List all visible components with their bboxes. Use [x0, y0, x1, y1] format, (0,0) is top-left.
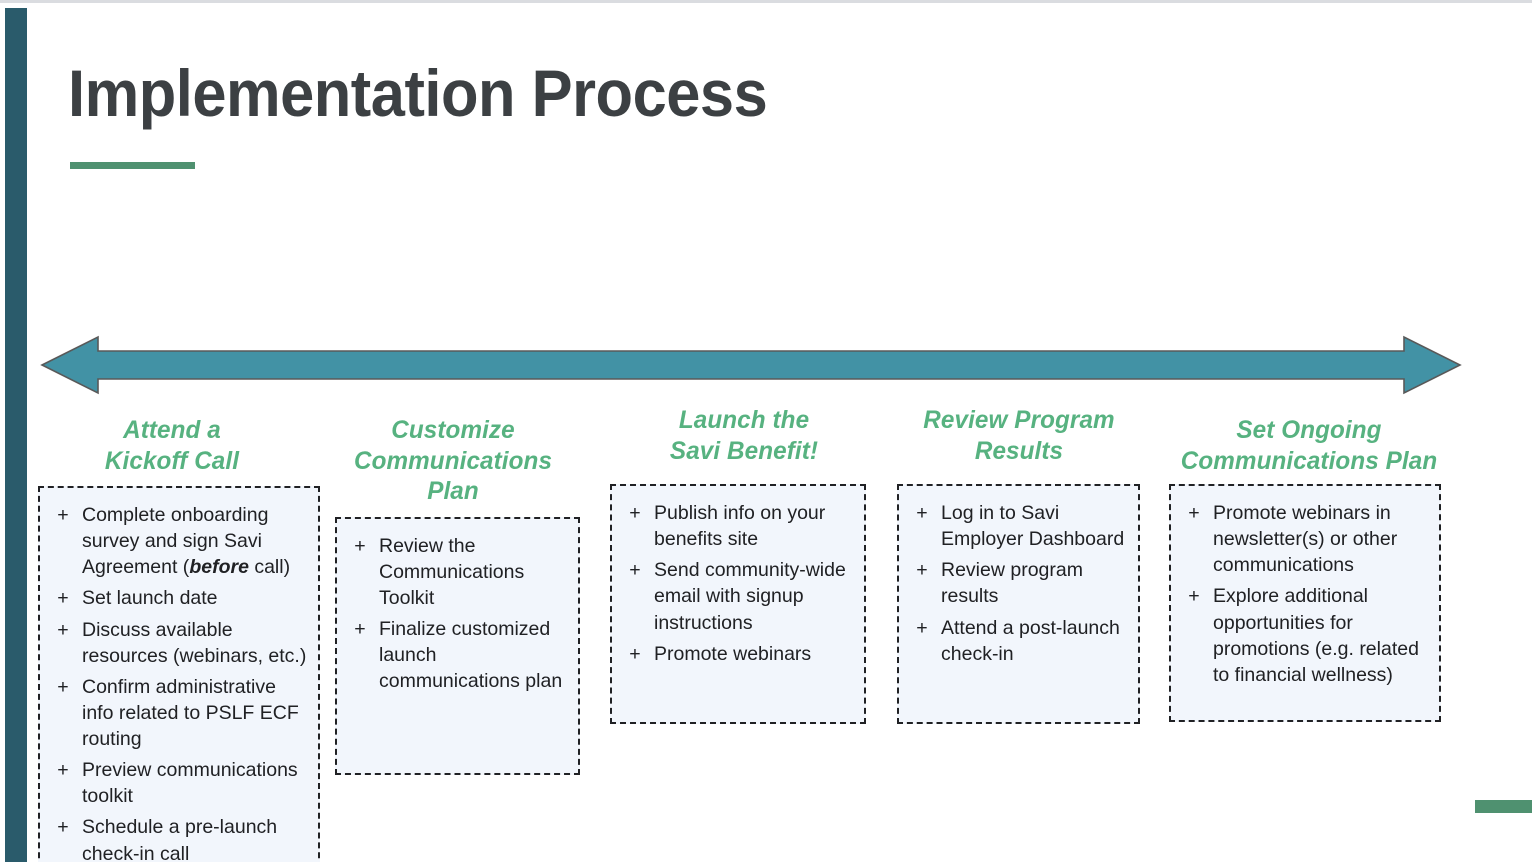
plus-bullet-icon: +: [629, 559, 641, 582]
list-item: + Set launch date: [44, 585, 308, 611]
list-item-text: Send community-wide email with signup in…: [654, 559, 846, 634]
list-item: + Discuss available resources (webinars,…: [44, 617, 308, 669]
list-item: + Promote webinars in newsletter(s) or o…: [1175, 500, 1429, 578]
heading-line: Attend a: [123, 416, 221, 444]
list-item-text: Explore additional opportunities for pro…: [1213, 585, 1419, 686]
list-item-text: Discuss available resources (webinars, e…: [82, 618, 307, 667]
plus-bullet-icon: +: [57, 618, 69, 641]
list-item-text: Preview communications toolkit: [82, 759, 298, 808]
plus-bullet-icon: +: [1188, 585, 1200, 608]
process-step-5-list: + Promote webinars in newsletter(s) or o…: [1175, 500, 1429, 688]
process-step-1: Attend a Kickoff Call + Complete onboard…: [24, 415, 320, 862]
list-item: + Schedule a pre-launch check-in call: [44, 814, 308, 862]
heading-line: Customize: [391, 416, 515, 444]
process-step-5-box: + Promote webinars in newsletter(s) or o…: [1169, 484, 1441, 722]
list-item-text: Promote webinars: [654, 642, 812, 665]
list-item-text: Promote webinars in newsletter(s) or oth…: [1213, 502, 1398, 577]
plus-bullet-icon: +: [1188, 502, 1200, 524]
page-title: Implementation Process: [68, 56, 768, 130]
process-step-2: Customize Communications Plan + Review t…: [322, 415, 584, 775]
plus-bullet-icon: +: [57, 816, 69, 839]
list-item: + Publish info on your benefits site: [616, 500, 854, 552]
heading-line: Kickoff Call: [104, 446, 240, 475]
heading-line: Communications Plan: [353, 446, 553, 506]
plus-bullet-icon: +: [57, 675, 69, 698]
heading-line: Review Program: [923, 406, 1115, 434]
left-accent-bar: [5, 8, 27, 862]
list-item-text: Set launch date: [82, 587, 218, 610]
list-item-text: Schedule a pre-launch check-in call: [82, 816, 278, 862]
list-item-text: Log in to Savi Employer Dashboard: [941, 502, 1125, 551]
plus-bullet-icon: +: [629, 502, 641, 524]
heading-line: Communications Plan: [1180, 446, 1438, 475]
process-step-3: Launch the Savi Benefit! + Publish info …: [600, 405, 888, 724]
plus-bullet-icon: +: [57, 504, 69, 526]
plus-bullet-icon: +: [354, 534, 366, 557]
list-item: + Review the Communications Toolkit: [341, 533, 568, 611]
process-step-2-heading: Customize Communications Plan: [326, 415, 580, 507]
process-step-4-list: + Log in to Savi Employer Dashboard + Re…: [903, 500, 1128, 667]
list-item: + Preview communications toolkit: [44, 757, 308, 809]
list-item: + Attend a post-launch check-in: [903, 615, 1128, 667]
process-step-3-list: + Publish info on your benefits site + S…: [616, 500, 854, 667]
process-step-4-box: + Log in to Savi Employer Dashboard + Re…: [897, 484, 1140, 724]
heading-line: Savi Benefit!: [669, 436, 819, 465]
heading-line: Set Ongoing: [1236, 416, 1382, 444]
list-item: + Promote webinars: [616, 641, 854, 667]
plus-bullet-icon: +: [916, 616, 928, 639]
list-item: + Finalize customized launch communicati…: [341, 616, 568, 694]
list-item: + Review program results: [903, 557, 1128, 609]
process-step-4: Review Program Results + Log in to Savi …: [885, 405, 1153, 724]
process-step-1-list: + Complete onboarding survey and sign Sa…: [44, 502, 308, 862]
list-item-text: Review the Communications Toolkit: [379, 534, 525, 609]
plus-bullet-icon: +: [916, 502, 928, 524]
list-item-text: Complete onboarding survey and sign Savi…: [82, 504, 291, 579]
title-underline-rule: [70, 162, 195, 169]
plus-bullet-icon: +: [354, 617, 366, 640]
process-step-1-box: + Complete onboarding survey and sign Sa…: [38, 486, 320, 862]
list-item-text: Finalize customized launch communication…: [379, 617, 563, 693]
list-item-text: Review program results: [941, 559, 1083, 608]
process-step-5: Set Ongoing Communications Plan + Promot…: [1155, 415, 1463, 722]
list-item: + Send community-wide email with signup …: [616, 557, 854, 635]
double-headed-timeline-arrow: [40, 333, 1462, 397]
list-item-text: Confirm administrative info related to P…: [82, 675, 299, 750]
process-step-5-heading: Set Ongoing Communications Plan: [1160, 415, 1459, 476]
plus-bullet-icon: +: [57, 587, 69, 610]
process-step-4-heading: Review Program Results: [889, 405, 1149, 466]
plus-bullet-icon: +: [57, 759, 69, 782]
list-item: + Confirm administrative info related to…: [44, 674, 308, 752]
list-item: + Explore additional opportunities for p…: [1175, 583, 1429, 688]
process-step-1-heading: Attend a Kickoff Call: [28, 415, 315, 476]
process-step-2-list: + Review the Communications Toolkit + Fi…: [341, 533, 568, 695]
heading-line: Results: [974, 436, 1064, 465]
list-item-text: Attend a post-launch check-in: [941, 616, 1120, 665]
plus-bullet-icon: +: [629, 642, 641, 665]
process-step-3-box: + Publish info on your benefits site + S…: [610, 484, 866, 724]
process-step-3-heading: Launch the Savi Benefit!: [604, 405, 883, 466]
list-item: + Log in to Savi Employer Dashboard: [903, 500, 1128, 552]
process-step-2-box: + Review the Communications Toolkit + Fi…: [335, 516, 580, 775]
list-item: + Complete onboarding survey and sign Sa…: [44, 502, 308, 580]
list-item-text: Publish info on your benefits site: [654, 502, 826, 551]
bottom-right-accent-mark: [1475, 800, 1532, 813]
heading-line: Launch the: [678, 406, 810, 434]
plus-bullet-icon: +: [916, 559, 928, 582]
